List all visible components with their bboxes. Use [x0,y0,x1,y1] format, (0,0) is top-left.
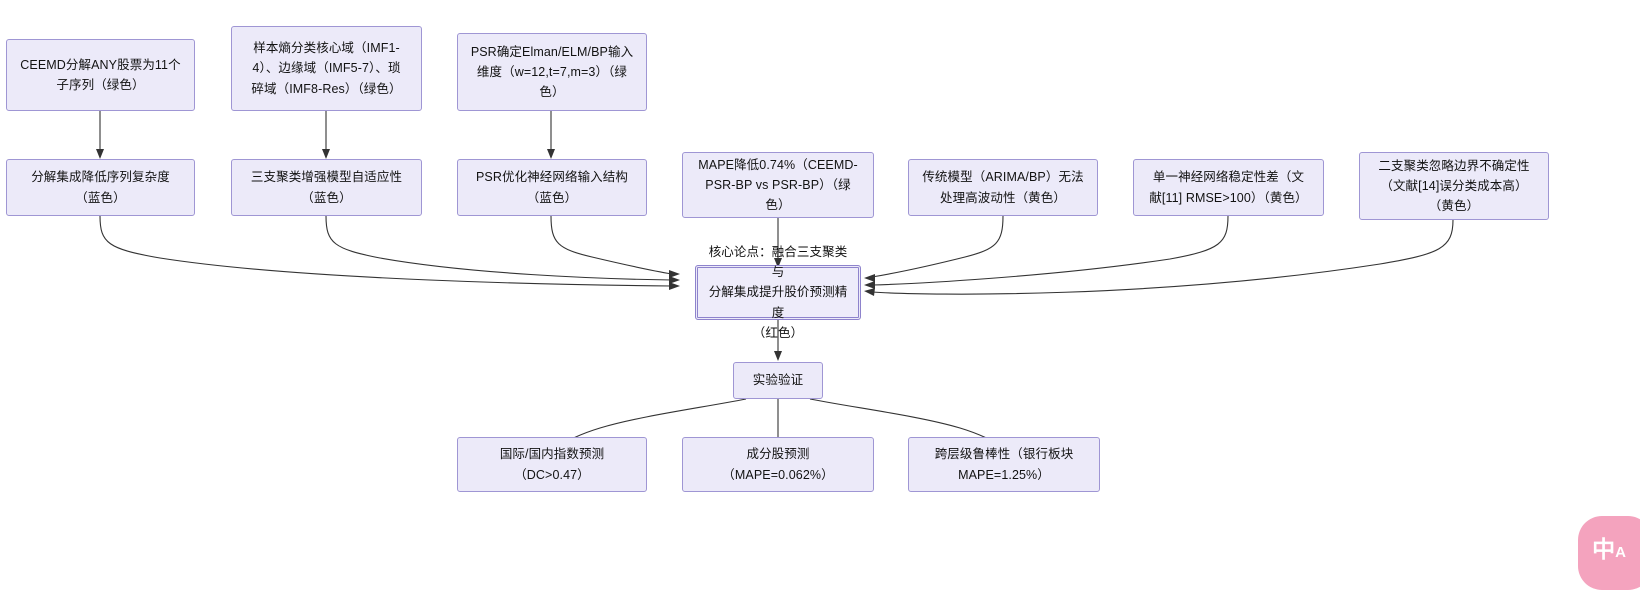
node-label: 实验验证 [752,373,804,388]
node-three-way-adaptive[interactable]: 三支聚类增强模型自适应性 （蓝色） [231,159,422,216]
node-label: 成分股预测 （MAPE=0.062%） [722,447,834,482]
node-label: PSR确定Elman/ELM/BP输入 维度（w=12,t=7,m=3）（绿 色… [470,44,634,100]
edge-optimize-to-core [550,215,680,278]
node-psr-optimize-nn[interactable]: PSR优化神经网络输入结构 （蓝色） [457,159,647,216]
node-ceemd-decompose[interactable]: CEEMD分解ANY股票为11个 子序列（绿色） [6,39,195,111]
edge-psr-to-optimize [547,111,555,159]
edge-twoway-to-core [864,219,1454,296]
edge-singlenn-to-core [864,215,1229,289]
watermark-badge: 中A [1578,516,1640,590]
node-experiment-verification[interactable]: 实验验证 [733,362,823,399]
node-label: 跨层级鲁棒性（银行板块 MAPE=1.25%） [934,447,1074,482]
watermark-primary: 中 [1592,535,1616,562]
watermark-text: 中A [1592,537,1626,561]
node-sample-entropy[interactable]: 样本熵分类核心域（IMF1- 4）、边缘域（IMF5-7）、琐 碎域（IMF8-… [231,26,422,111]
watermark-secondary: A [1615,543,1626,561]
node-label: 单一神经网络稳定性差（文 献[11] RMSE>100）（黄色） [1149,170,1308,205]
node-single-nn-instability[interactable]: 单一神经网络稳定性差（文 献[11] RMSE>100）（黄色） [1133,159,1324,216]
node-decompose-complexity[interactable]: 分解集成降低序列复杂度 （蓝色） [6,159,195,216]
node-label: 国际/国内指数预测 （DC>0.47） [499,447,605,482]
node-label: 二支聚类忽略边界不确定性 （文献[14]误分类成本高） （黄色） [1378,158,1530,214]
node-label: 分解集成降低序列复杂度 （蓝色） [31,170,170,205]
flowchart-canvas: CEEMD分解ANY股票为11个 子序列（绿色） 样本熵分类核心域（IMF1- … [6,26,1640,590]
node-label: CEEMD分解ANY股票为11个 子序列（绿色） [20,57,181,92]
edge-adaptive-to-core [325,215,680,284]
edge-ceemd-to-complexity [96,111,104,159]
edge-entropy-to-adaptive [322,111,330,159]
node-label: PSR优化神经网络输入结构 （蓝色） [475,170,628,205]
node-label: 三支聚类增强模型自适应性 （蓝色） [250,170,403,205]
node-index-forecast[interactable]: 国际/国内指数预测 （DC>0.47） [457,437,647,492]
node-two-way-boundary[interactable]: 二支聚类忽略边界不确定性 （文献[14]误分类成本高） （黄色） [1359,152,1549,220]
node-label: MAPE降低0.74%（CEEMD- PSR-BP vs PSR-BP）（绿 色… [698,157,858,213]
node-core-claim[interactable]: 核心论点：融合三支聚类与 分解集成提升股价预测精度 （红色） [695,245,861,340]
node-cross-level-robustness[interactable]: 跨层级鲁棒性（银行板块 MAPE=1.25%） [908,437,1100,492]
edge-complexity-to-core [99,215,680,290]
node-traditional-model-gap[interactable]: 传统模型（ARIMA/BP）无法 处理高波动性（黄色） [908,159,1098,216]
node-label: 传统模型（ARIMA/BP）无法 处理高波动性（黄色） [922,170,1084,205]
node-label: 样本熵分类核心域（IMF1- 4）、边缘域（IMF5-7）、琐 碎域（IMF8-… [251,41,402,96]
node-constituent-stock-forecast[interactable]: 成分股预测 （MAPE=0.062%） [682,437,874,492]
edge-traditional-to-core [864,215,1004,282]
node-psr-input-dim[interactable]: PSR确定Elman/ELM/BP输入 维度（w=12,t=7,m=3）（绿 色… [457,33,647,111]
node-mape-reduction[interactable]: MAPE降低0.74%（CEEMD- PSR-BP vs PSR-BP）（绿 色… [682,152,874,218]
core-claim-label: 核心论点：融合三支聚类与 分解集成提升股价预测精度 （红色） [708,244,848,340]
